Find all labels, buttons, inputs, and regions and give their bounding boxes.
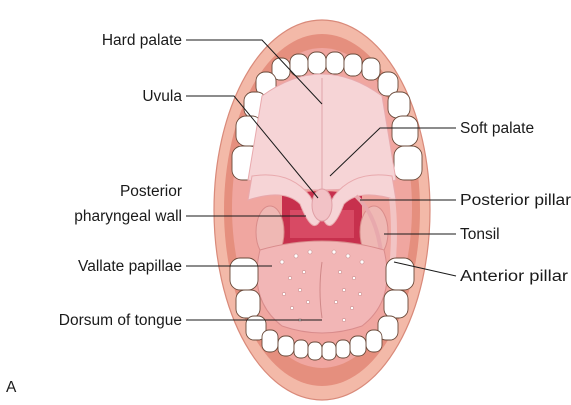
tongue (256, 240, 388, 334)
label-hard-palate: Hard palate (102, 32, 182, 49)
leader-uvula (186, 95, 319, 199)
tongue-midline (319, 261, 323, 319)
label-posterior-pharyngeal-wall-line2: pharyngeal wall (74, 208, 182, 225)
leader-hard-palate (186, 39, 323, 105)
label-dorsum-of-tongue: Dorsum of tongue (59, 312, 182, 329)
label-posterior-pharyngeal-wall-line1: Posterior (120, 183, 182, 200)
vallate-papillae (279, 249, 365, 322)
label-tonsil: Tonsil (460, 226, 500, 243)
panel-letter: A (6, 379, 17, 396)
label-posterior-pillar: Posterior pillar (460, 192, 571, 209)
label-soft-palate: Soft palate (460, 120, 534, 137)
lower-teeth (229, 257, 415, 361)
soft-palate (247, 174, 397, 227)
label-vallate-papillae: Vallate papillae (78, 258, 182, 275)
leader-soft-palate (329, 127, 456, 177)
label-uvula: Uvula (142, 88, 182, 105)
leader-anterior-pillar (393, 261, 457, 277)
label-anterior-pillar: Anterior pillar (460, 268, 568, 285)
